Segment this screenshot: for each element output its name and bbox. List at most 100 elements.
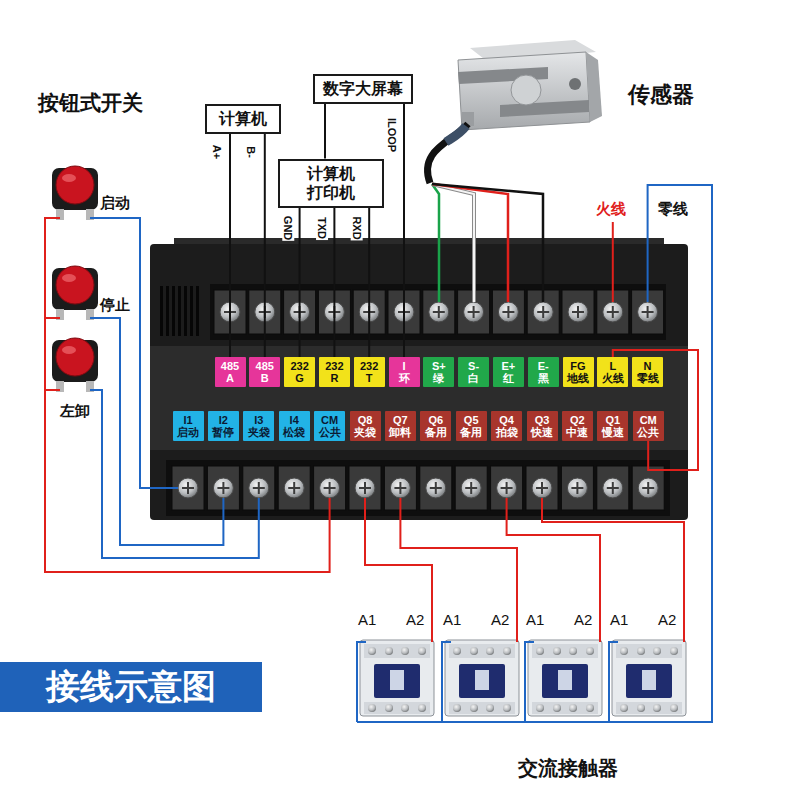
- wire-connector: [333, 208, 335, 358]
- node-text: 数字大屏幕: [323, 79, 403, 98]
- terminal-screw: [561, 466, 593, 510]
- terminal-screw: [562, 290, 594, 334]
- vent-slit: [190, 286, 193, 336]
- callout-label-text: 交流接触器: [518, 757, 618, 779]
- vent-slit: [196, 286, 199, 336]
- node-text: CM 公共: [637, 414, 659, 438]
- sensor-wire: [432, 184, 474, 302]
- wire-connector: [368, 208, 370, 358]
- node-text: Q6 备用: [425, 414, 447, 438]
- node-text: 计算机: [219, 109, 267, 128]
- terminal-label: E- 黑: [528, 357, 559, 387]
- terminal-label: S- 白: [458, 357, 489, 387]
- terminal-label: I4 松袋: [279, 411, 310, 441]
- label-band: [150, 346, 688, 450]
- node-text: L 火线: [602, 360, 624, 384]
- node-text: 232 G: [290, 360, 308, 384]
- device-box: 计算机: [205, 104, 281, 134]
- title-band: 接线示意图: [0, 662, 262, 712]
- terminal-label: 485 A: [215, 357, 246, 387]
- callout-label: A2: [491, 611, 509, 629]
- neutral-wire: [609, 642, 618, 722]
- callout-label-text: 按钮式开关: [38, 91, 143, 114]
- wire-connector: [324, 104, 326, 159]
- callout-label: 停止: [100, 296, 130, 314]
- push-button-symbol: [52, 166, 98, 220]
- callout-label-text: A2: [491, 611, 509, 628]
- node-text: Q2 中速: [566, 414, 588, 438]
- contactor-symbol: [612, 640, 686, 716]
- callout-label-text: A1: [358, 611, 376, 628]
- vent-slit: [160, 286, 163, 336]
- callout-label-text: A2: [406, 611, 424, 628]
- signal-label: GND: [282, 215, 294, 241]
- node-text: E- 黑: [538, 360, 549, 384]
- node-text: Q4 拍袋: [496, 414, 518, 438]
- node-text: I2 暂停: [212, 414, 234, 438]
- signal-label: B-: [245, 145, 257, 159]
- coil-wire: [542, 498, 684, 642]
- diagram-title: 接线示意图: [46, 664, 216, 710]
- sensor-slot: [500, 100, 589, 117]
- terminal-label: I1 启动: [173, 411, 204, 441]
- node-text: S+ 绿: [432, 360, 446, 384]
- sensor-boss: [511, 75, 541, 105]
- coil-wire: [400, 498, 517, 642]
- node-text: I1 启动: [177, 414, 199, 438]
- callout-label: 火线: [596, 200, 626, 218]
- node-text: Q5 备用: [460, 414, 482, 438]
- signal-label: TXD: [316, 216, 328, 240]
- terminal-screw: [420, 466, 452, 510]
- terminal-label: CM 公共: [633, 411, 664, 441]
- callout-label: 交流接触器: [518, 756, 618, 780]
- contactor-symbol: [360, 640, 434, 716]
- vent-slit: [184, 286, 187, 336]
- sensor-hole: [569, 78, 581, 90]
- terminal-label: I 环: [389, 357, 420, 387]
- callout-label: 按钮式开关: [38, 90, 143, 115]
- terminal-label: Q2 中速: [562, 411, 593, 441]
- signal-label: A+: [211, 144, 223, 160]
- sensor-wire: [432, 184, 508, 302]
- signal-label-text: A+: [211, 145, 223, 159]
- callout-label-text: A2: [574, 611, 592, 628]
- input-wire: [90, 390, 259, 558]
- terminal-label: Q4 拍袋: [491, 411, 522, 441]
- input-wire: [90, 318, 223, 545]
- signal-label-text: B-: [245, 146, 257, 158]
- node-text: N 零线: [637, 360, 659, 384]
- vent-slit: [166, 286, 169, 336]
- wire-connector: [264, 134, 266, 357]
- wire-connector: [299, 208, 301, 358]
- terminal-screw: [455, 466, 487, 510]
- contactor-symbol: [528, 640, 602, 716]
- terminal-screw: [278, 466, 310, 510]
- node-text: I4 松袋: [283, 414, 305, 438]
- callout-label: 启动: [100, 194, 130, 212]
- terminal-label: Q3 快速: [527, 411, 558, 441]
- terminal-screw: [597, 466, 629, 510]
- terminal-label: E+ 红: [493, 357, 524, 387]
- terminal-label: 232 G: [284, 357, 315, 387]
- coil-wire: [507, 498, 600, 642]
- callout-label-text: A1: [443, 611, 461, 628]
- push-button-symbol: [52, 338, 98, 392]
- common-wire: [45, 218, 330, 572]
- vent-slit: [172, 286, 175, 336]
- sensor-body: [458, 52, 590, 130]
- node-text: 232 T: [360, 360, 378, 384]
- terminal-label: Q1 慢速: [597, 411, 628, 441]
- callout-label-text: 传感器: [628, 82, 694, 107]
- vent-slit: [178, 286, 181, 336]
- callout-label: A2: [574, 611, 592, 629]
- push-button-symbol: [52, 266, 98, 320]
- contactor-symbol: [445, 640, 519, 716]
- node-text: E+ 红: [502, 360, 516, 384]
- signal-label-text: ILOOP: [386, 118, 398, 152]
- neutral-wire: [357, 642, 366, 722]
- terminal-label: 485 B: [249, 357, 280, 387]
- terminal-label: I3 夹袋: [243, 411, 274, 441]
- callout-label: A1: [358, 611, 376, 629]
- node-text: 计算机 打印机: [307, 164, 355, 202]
